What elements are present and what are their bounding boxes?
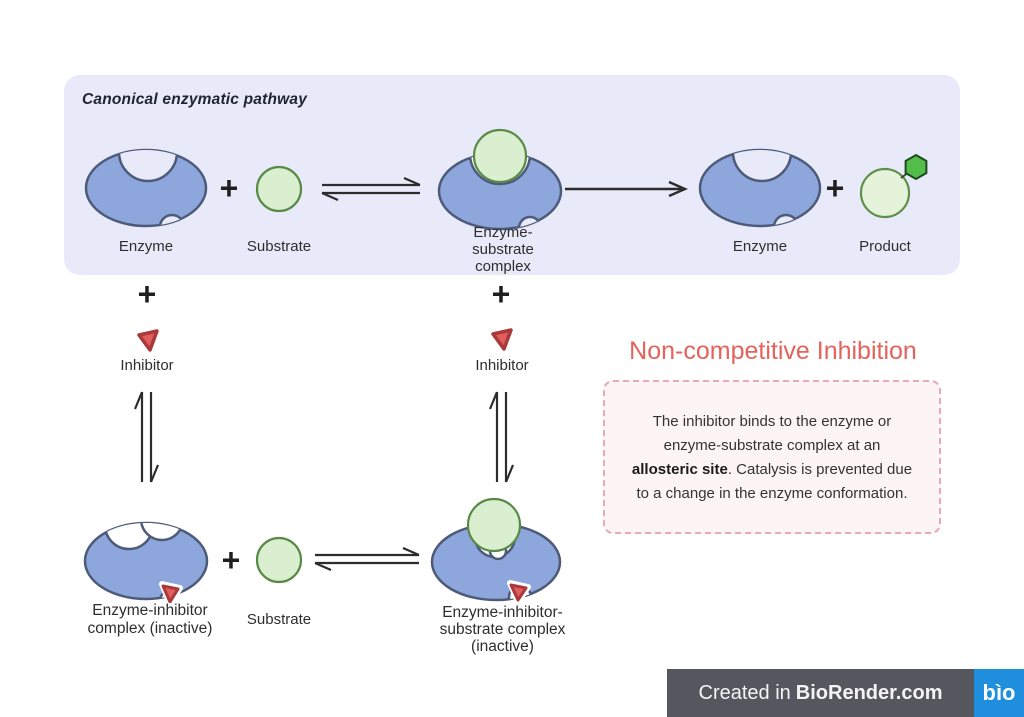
product-label: Product	[859, 238, 911, 255]
info-line-1: The inhibitor binds to the enzyme or	[652, 413, 892, 430]
inhibitor-icon	[491, 328, 513, 351]
ei-complex-label: Enzyme-inhibitor complex (inactive)	[87, 602, 213, 637]
product-hexagon	[904, 153, 928, 181]
vertical-equilibrium-arrow-icon	[488, 391, 515, 483]
es-complex-shape	[437, 128, 563, 231]
biorender-watermark: Created in BioRender.com bìo	[667, 669, 1024, 717]
info-line-3: allosteric site. Catalysis is prevented …	[631, 461, 913, 478]
substrate-label: Substrate	[246, 611, 312, 628]
biorender-logo: bìo	[974, 669, 1024, 717]
inhibitor-label: Inhibitor	[475, 357, 529, 374]
bound-substrate-shape	[466, 497, 522, 553]
watermark-brand: BioRender.com	[795, 681, 943, 704]
plus-sign: +	[219, 170, 239, 206]
ei-complex-shape	[83, 521, 209, 603]
product-shape	[859, 153, 928, 219]
bound-inhibitor-shape	[161, 584, 180, 603]
es-complex-label: Enzyme- substrate complex	[472, 224, 534, 275]
page-title: Non-competitive Inhibition	[629, 337, 917, 365]
arrow-right-icon	[565, 180, 688, 198]
bound-substrate-shape	[472, 128, 528, 184]
eis-complex-label: Enzyme-inhibitor- substrate complex (ina…	[439, 604, 566, 655]
panel-title: Canonical enzymatic pathway	[82, 91, 308, 108]
enzyme-label: Enzyme	[118, 238, 174, 255]
inhibitor-icon	[137, 329, 159, 352]
substrate-label: Substrate	[246, 238, 312, 255]
substrate-shape	[255, 536, 303, 584]
enzyme-shape	[698, 148, 822, 228]
plus-sign: +	[221, 542, 241, 578]
info-line-2: enzyme-substrate complex at an	[663, 437, 881, 454]
equilibrium-arrow-icon	[314, 547, 420, 571]
watermark-prefix: Created in	[698, 681, 791, 704]
enzyme-label: Enzyme	[732, 238, 788, 255]
substrate-shape	[255, 165, 303, 213]
eis-complex-shape	[430, 497, 562, 603]
plus-sign: +	[825, 170, 845, 206]
plus-sign: +	[491, 276, 511, 312]
plus-sign: +	[137, 276, 157, 312]
inhibitor-label: Inhibitor	[120, 357, 174, 374]
info-box: The inhibitor binds to the enzyme or enz…	[603, 380, 941, 534]
info-line-4: to a change in the enzyme conformation.	[636, 485, 908, 502]
bound-inhibitor-shape	[509, 583, 528, 602]
equilibrium-arrow-icon	[321, 177, 421, 201]
vertical-equilibrium-arrow-icon	[133, 391, 160, 483]
watermark-text: Created in BioRender.com	[667, 669, 974, 717]
enzyme-shape	[84, 148, 208, 228]
